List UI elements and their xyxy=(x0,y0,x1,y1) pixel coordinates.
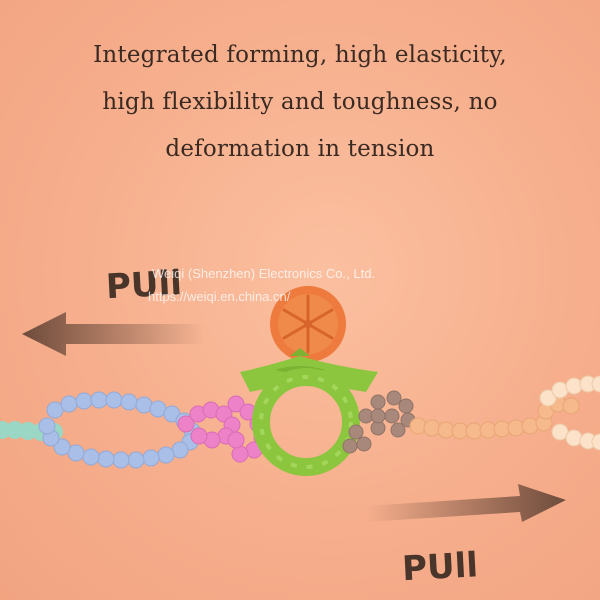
teether-green-ring xyxy=(252,368,360,476)
chain-segment-peach xyxy=(409,395,580,440)
pull-arrow-right xyxy=(366,484,566,522)
chain-loop-blue xyxy=(38,391,201,469)
headline-line-2: high flexibility and toughness, no xyxy=(102,89,498,115)
teether-orange-slice xyxy=(270,286,346,362)
pull-arrow-left xyxy=(22,312,205,356)
pull-label-bottom: PUll xyxy=(401,545,479,589)
chain-loop-cream xyxy=(539,375,600,451)
watermark-company: Weiqi (Shenzhen) Electronics Co., Ltd. xyxy=(152,266,376,281)
headline-line-1: Integrated forming, high elasticity, xyxy=(93,42,507,68)
headline-line-3: deformation in tension xyxy=(165,136,435,162)
watermark-url: https://weiqi.en.china.cn/ xyxy=(148,289,291,304)
headline: Integrated forming, high elasticity, hig… xyxy=(0,32,600,173)
pull-label-top: PUll xyxy=(105,263,183,307)
